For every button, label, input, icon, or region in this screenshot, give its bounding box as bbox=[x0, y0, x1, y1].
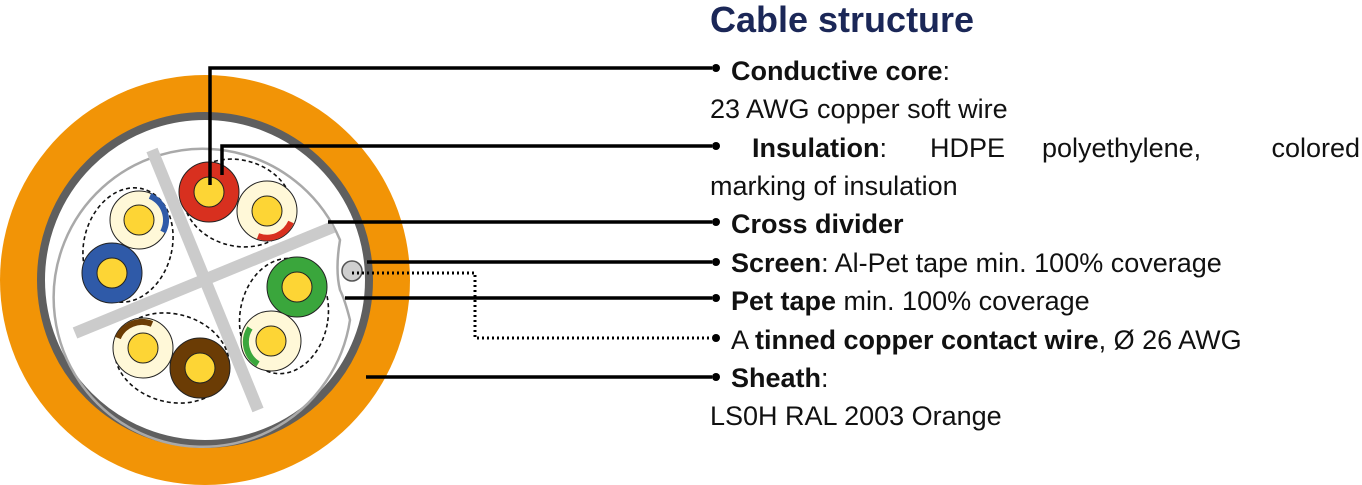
item-cross-divider: Cross divider bbox=[731, 209, 904, 239]
item-pet-tape: Pet tape min. 100% coverage bbox=[731, 286, 1090, 316]
pair-green bbox=[238, 256, 330, 375]
contact-wire bbox=[341, 260, 363, 282]
item-screen: Screen: Al-Pet tape min. 100% coverage bbox=[731, 248, 1222, 278]
cable-cross-section bbox=[0, 75, 410, 485]
item-conductive-core: Conductive core: bbox=[731, 56, 950, 86]
item-sheath-detail: LS0H RAL 2003 Orange bbox=[710, 401, 1002, 431]
item-sheath: Sheath: bbox=[731, 363, 829, 393]
pair-blue bbox=[81, 187, 174, 304]
item-contact-wire: A tinned copper contact wire, Ø 26 AWG bbox=[731, 325, 1242, 355]
title: Cable structure bbox=[710, 0, 974, 40]
item-insulation-detail: marking of insulation bbox=[710, 171, 958, 201]
pair-orange bbox=[178, 158, 298, 248]
pair-brown bbox=[112, 312, 231, 404]
leader-lines bbox=[208, 64, 720, 381]
item-conductive-core-detail: 23 AWG copper soft wire bbox=[710, 94, 1008, 124]
cross-divider bbox=[72, 147, 336, 413]
pet-tape bbox=[52, 147, 352, 449]
